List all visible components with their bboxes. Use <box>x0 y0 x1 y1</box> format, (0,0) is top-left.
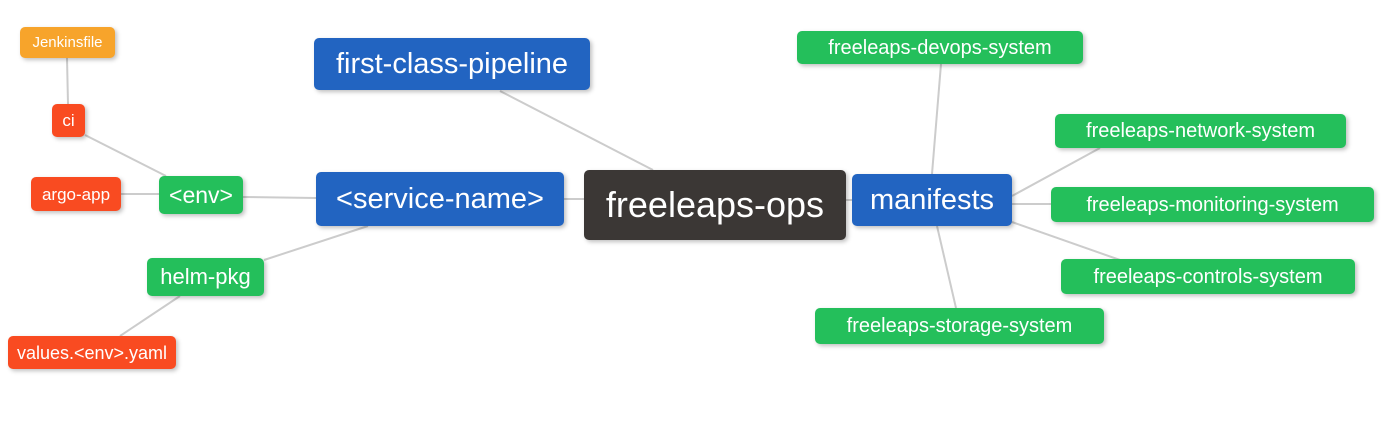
node-label: freeleaps-controls-system <box>1093 265 1323 288</box>
node-label: freeleaps-ops <box>605 184 825 225</box>
edge-ci--env <box>84 134 167 177</box>
node-freeleaps-storage-system[interactable]: freeleaps-storage-system <box>815 308 1104 344</box>
node-label: first-class-pipeline <box>335 47 569 80</box>
node-argo-app[interactable]: argo-app <box>31 177 121 211</box>
edge-freeleaps-devops-system--manifests <box>931 63 942 175</box>
edge-manifests--freeleaps-storage-system <box>936 225 957 309</box>
node-freeleaps-devops-system[interactable]: freeleaps-devops-system <box>797 31 1083 64</box>
edge-manifests--freeleaps-network-system <box>1011 147 1101 197</box>
node-ci[interactable]: ci <box>52 104 85 137</box>
node-label: values.<env>.yaml <box>16 342 168 363</box>
node-label: freeleaps-network-system <box>1086 120 1315 142</box>
node-jenkinsfile[interactable]: Jenkinsfile <box>20 27 115 58</box>
edge-first-class-pipeline--freeleaps-ops <box>499 90 654 171</box>
node-freeleaps-monitoring-system[interactable]: freeleaps-monitoring-system <box>1051 187 1374 222</box>
node-label: <env> <box>169 181 233 208</box>
node-first-class-pipeline[interactable]: first-class-pipeline <box>314 38 590 90</box>
node-label: freeleaps-storage-system <box>846 315 1073 337</box>
edge-manifests--freeleaps-controls-system <box>1011 221 1121 261</box>
node-freeleaps-network-system[interactable]: freeleaps-network-system <box>1055 114 1346 148</box>
node-helm-pkg[interactable]: helm-pkg <box>147 258 264 296</box>
node-label: Jenkinsfile <box>32 34 103 51</box>
node-label: helm-pkg <box>160 264 251 289</box>
edge-values-env-yaml--helm-pkg <box>119 295 181 337</box>
edge-jenkinsfile--ci <box>66 57 69 105</box>
node-values-env-yaml[interactable]: values.<env>.yaml <box>8 336 176 369</box>
node-label: manifests <box>869 183 995 216</box>
node-env[interactable]: <env> <box>159 176 243 214</box>
node-label: freeleaps-monitoring-system <box>1086 193 1339 216</box>
node-label: ci <box>62 111 75 130</box>
edge-env--service-name <box>242 196 317 199</box>
node-freeleaps-controls-system[interactable]: freeleaps-controls-system <box>1061 259 1355 294</box>
node-service-name[interactable]: <service-name> <box>316 172 564 226</box>
node-label: argo-app <box>41 184 111 204</box>
node-manifests[interactable]: manifests <box>852 174 1012 226</box>
node-freeleaps-ops[interactable]: freeleaps-ops <box>584 170 846 240</box>
edge-helm-pkg--service-name <box>263 225 369 261</box>
node-label: <service-name> <box>336 182 544 215</box>
node-label: freeleaps-devops-system <box>828 36 1052 59</box>
